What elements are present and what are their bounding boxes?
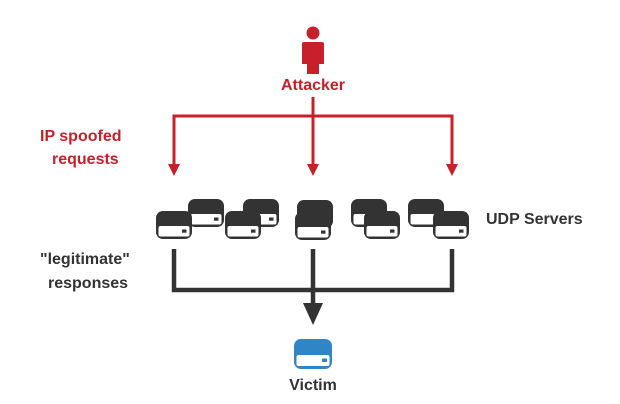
request-arrowheads xyxy=(168,164,458,176)
attacker-person-icon xyxy=(302,26,324,74)
victim-label: Victim xyxy=(289,377,337,394)
spoofed-request-lines xyxy=(172,97,454,166)
legitimate-responses-label-line2: responses xyxy=(48,275,128,292)
attacker-label: Attacker xyxy=(281,77,345,94)
server-icon xyxy=(225,211,261,239)
server-icon xyxy=(433,211,469,239)
server-icon xyxy=(188,199,224,227)
server-icon xyxy=(295,212,331,240)
spoofed-requests-label-line1: IP spoofed xyxy=(40,128,122,145)
response-arrowhead xyxy=(303,303,323,325)
udp-server-group xyxy=(156,199,469,240)
udp-servers-label: UDP Servers xyxy=(486,211,583,228)
server-icon xyxy=(364,211,400,239)
server-icon xyxy=(156,211,192,239)
response-lines xyxy=(171,249,455,306)
legitimate-responses-label-line1: "legitimate" xyxy=(40,251,130,268)
spoofed-requests-label-line2: requests xyxy=(52,151,119,168)
victim-server-icon xyxy=(294,339,332,369)
